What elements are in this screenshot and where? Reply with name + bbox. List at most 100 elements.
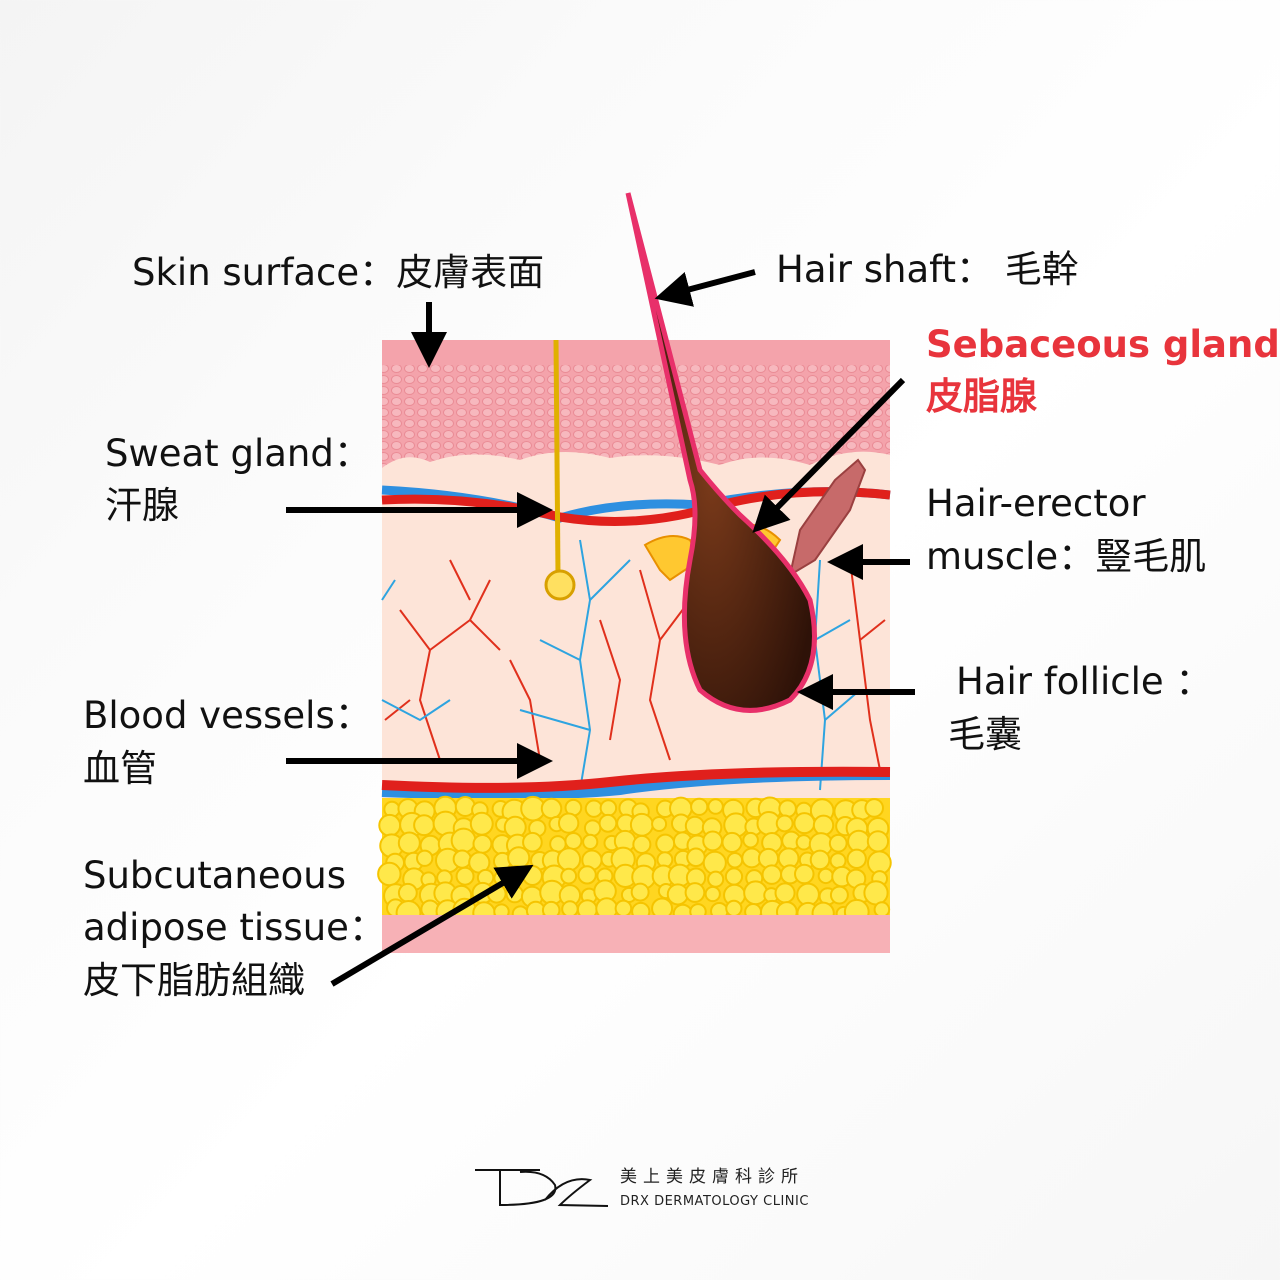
erector-muscle (788, 458, 867, 578)
fat-cell (774, 882, 796, 904)
fat-cell (397, 882, 418, 903)
fat-cell (416, 849, 434, 867)
label-follicle-en: Hair follicle ： (956, 660, 1213, 703)
label-erector-cn: muscle：豎毛肌 (926, 535, 1207, 578)
fat-cell (455, 866, 475, 886)
fat-cell (707, 870, 725, 888)
fat-cell (505, 884, 524, 904)
bottom-layer (382, 915, 890, 953)
fat-cell (684, 815, 705, 836)
fat-cell (793, 812, 816, 835)
fat-cell (521, 865, 543, 887)
fat-cell (450, 827, 477, 854)
skin-block (377, 192, 892, 953)
fat-cell (632, 834, 652, 854)
logo-mark (475, 1169, 609, 1207)
fat-cell (472, 833, 493, 854)
arrow-sebaceous (752, 377, 906, 533)
logo-name-cn: 美上美皮膚科診所 (620, 1167, 804, 1187)
fat-cell (684, 882, 706, 903)
fat-cell (583, 819, 602, 837)
artery-lower (381, 766, 891, 793)
fat-cell (726, 851, 744, 869)
fat-cell (522, 831, 543, 853)
fat-cell (707, 798, 724, 815)
fat-cell (629, 812, 654, 837)
fat-cell (630, 882, 650, 902)
label-sweat-en: Sweat gland： (105, 432, 371, 475)
epidermis-cells (382, 365, 890, 468)
fat-cell (377, 861, 402, 887)
fat-cell (812, 814, 835, 836)
fat-cell (452, 849, 472, 869)
fat-cell (507, 846, 531, 870)
fat-cell (599, 799, 618, 817)
logo-name-en: DRX DERMATOLOGY CLINIC (620, 1194, 809, 1209)
fat-cell (846, 848, 867, 869)
fat-cell (828, 833, 848, 853)
fat-cell (702, 830, 724, 852)
fat-cell (725, 899, 743, 918)
label-sweat-cn: 汗腺 (105, 484, 179, 527)
epidermis (382, 340, 890, 365)
fat-cell (686, 847, 706, 868)
fat-cell (873, 901, 891, 918)
fat-cells (377, 795, 892, 926)
fat-cell (829, 885, 849, 905)
fat-cell (397, 831, 421, 855)
fat-cell (742, 831, 759, 849)
fat-cell (413, 814, 435, 837)
fat-cell (584, 799, 604, 818)
fat-cell (795, 834, 812, 851)
label-adipose-cn: 皮下脂肪組織 (83, 959, 305, 1002)
sweat-gland-coil (544, 569, 576, 601)
fat-cell (847, 829, 871, 854)
label-adipose-en2: adipose tissue： (83, 906, 386, 949)
hair-follicle (625, 192, 817, 713)
fat-cell (540, 797, 563, 820)
fat-cell (863, 880, 889, 906)
fat-cell (761, 864, 783, 885)
capillaries (384, 559, 886, 771)
artery-upper (381, 487, 891, 526)
veins (381, 539, 861, 791)
fat-cell (866, 830, 890, 853)
fat-cell (378, 813, 402, 837)
fat-cell (651, 815, 668, 832)
fat-cell (864, 798, 884, 818)
fat-cell (577, 865, 597, 885)
label-adipose-en1: Subcutaneous (83, 854, 346, 897)
label-sebaceous-en: Sebaceous gland: (926, 323, 1280, 366)
fat-cell (817, 867, 834, 885)
label-follicle-cn: 毛囊 (948, 713, 1022, 756)
fat-cell (829, 852, 847, 870)
fat-cell (778, 799, 797, 818)
fat-cell (721, 831, 743, 853)
fat-cell (655, 833, 676, 854)
fat-cell (690, 797, 709, 816)
fat-cell (743, 880, 769, 906)
arrows (286, 269, 915, 987)
fat-cell (582, 833, 599, 850)
fat-cell (794, 863, 815, 885)
arrow-hair-shaft (654, 269, 756, 307)
fat-cell (598, 813, 618, 833)
fat-cell (614, 899, 633, 918)
fat-cell (469, 811, 494, 836)
label-blood-en: Blood vessels： (83, 694, 372, 737)
fat-cell (775, 814, 794, 833)
label-erector-en: Hair-erector (926, 482, 1146, 525)
fat-cell (724, 867, 744, 886)
label-skin-surface: Skin surface：皮膚表面 (132, 251, 545, 294)
label-blood-cn: 血管 (83, 747, 157, 790)
fat-cell (704, 885, 721, 903)
arrow-adipose (330, 864, 534, 987)
fat-cell (557, 812, 580, 834)
fat-cell (702, 850, 727, 875)
fat-cell (561, 900, 579, 918)
fat-cell (564, 832, 583, 851)
label-sebaceous-cn: 皮脂腺 (926, 375, 1037, 418)
sweat-duct (553, 339, 561, 576)
fat-cell (560, 867, 578, 885)
